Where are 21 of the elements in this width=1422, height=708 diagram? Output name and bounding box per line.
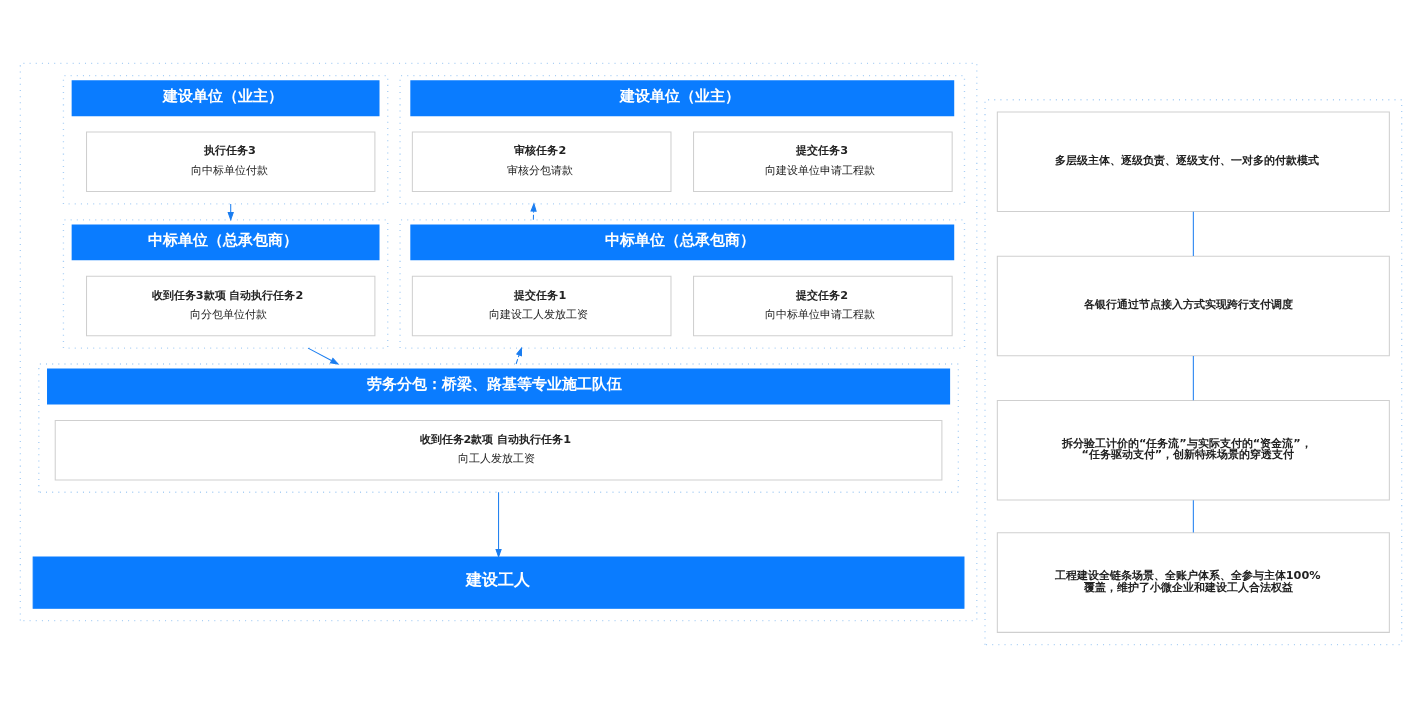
arrow: [495, 491, 502, 559]
node-box: 审核任务2 审核分包请款: [411, 131, 672, 193]
cluster: [19, 62, 978, 622]
node-box: 提交任务1 向建设工人发放工资: [411, 275, 672, 337]
node-box: 建设工人: [32, 556, 965, 609]
node-box: 多层级主体、逐级负责、逐级支付、一对多的付款模式: [996, 111, 1390, 213]
node-box: 收到任务3款项 自动执行任务2 向分包单位付款: [86, 275, 376, 337]
cluster: [984, 99, 1403, 646]
node-box: 各银行通过节点接入方式实现跨行支付调度: [996, 255, 1390, 357]
connector: [1192, 499, 1194, 533]
node-box: 工程建设全链条场景、全账户体系、全参与主体100%覆盖，维护了小微企业和建设工人合法权益: [996, 532, 1390, 633]
connector: [1192, 211, 1194, 257]
node-box: 收到任务2款项 自动执行任务1 向工人发放工资: [54, 419, 943, 481]
arrow: [530, 202, 537, 221]
node-box: 提交任务2 向中标单位申请工程款: [693, 275, 953, 337]
node-box: 提交任务3 向建设单位申请工程款: [693, 131, 953, 193]
connector: [1192, 355, 1194, 401]
arrow: [307, 347, 340, 365]
node-box: 执行任务3 向中标单位付款: [86, 131, 376, 193]
node-box: 拆分验工计价的“任务流”与实际支付的“资金流”，“任务驱动支付”，创新特殊场景的穿透支付: [996, 399, 1390, 501]
arrow: [515, 346, 522, 365]
